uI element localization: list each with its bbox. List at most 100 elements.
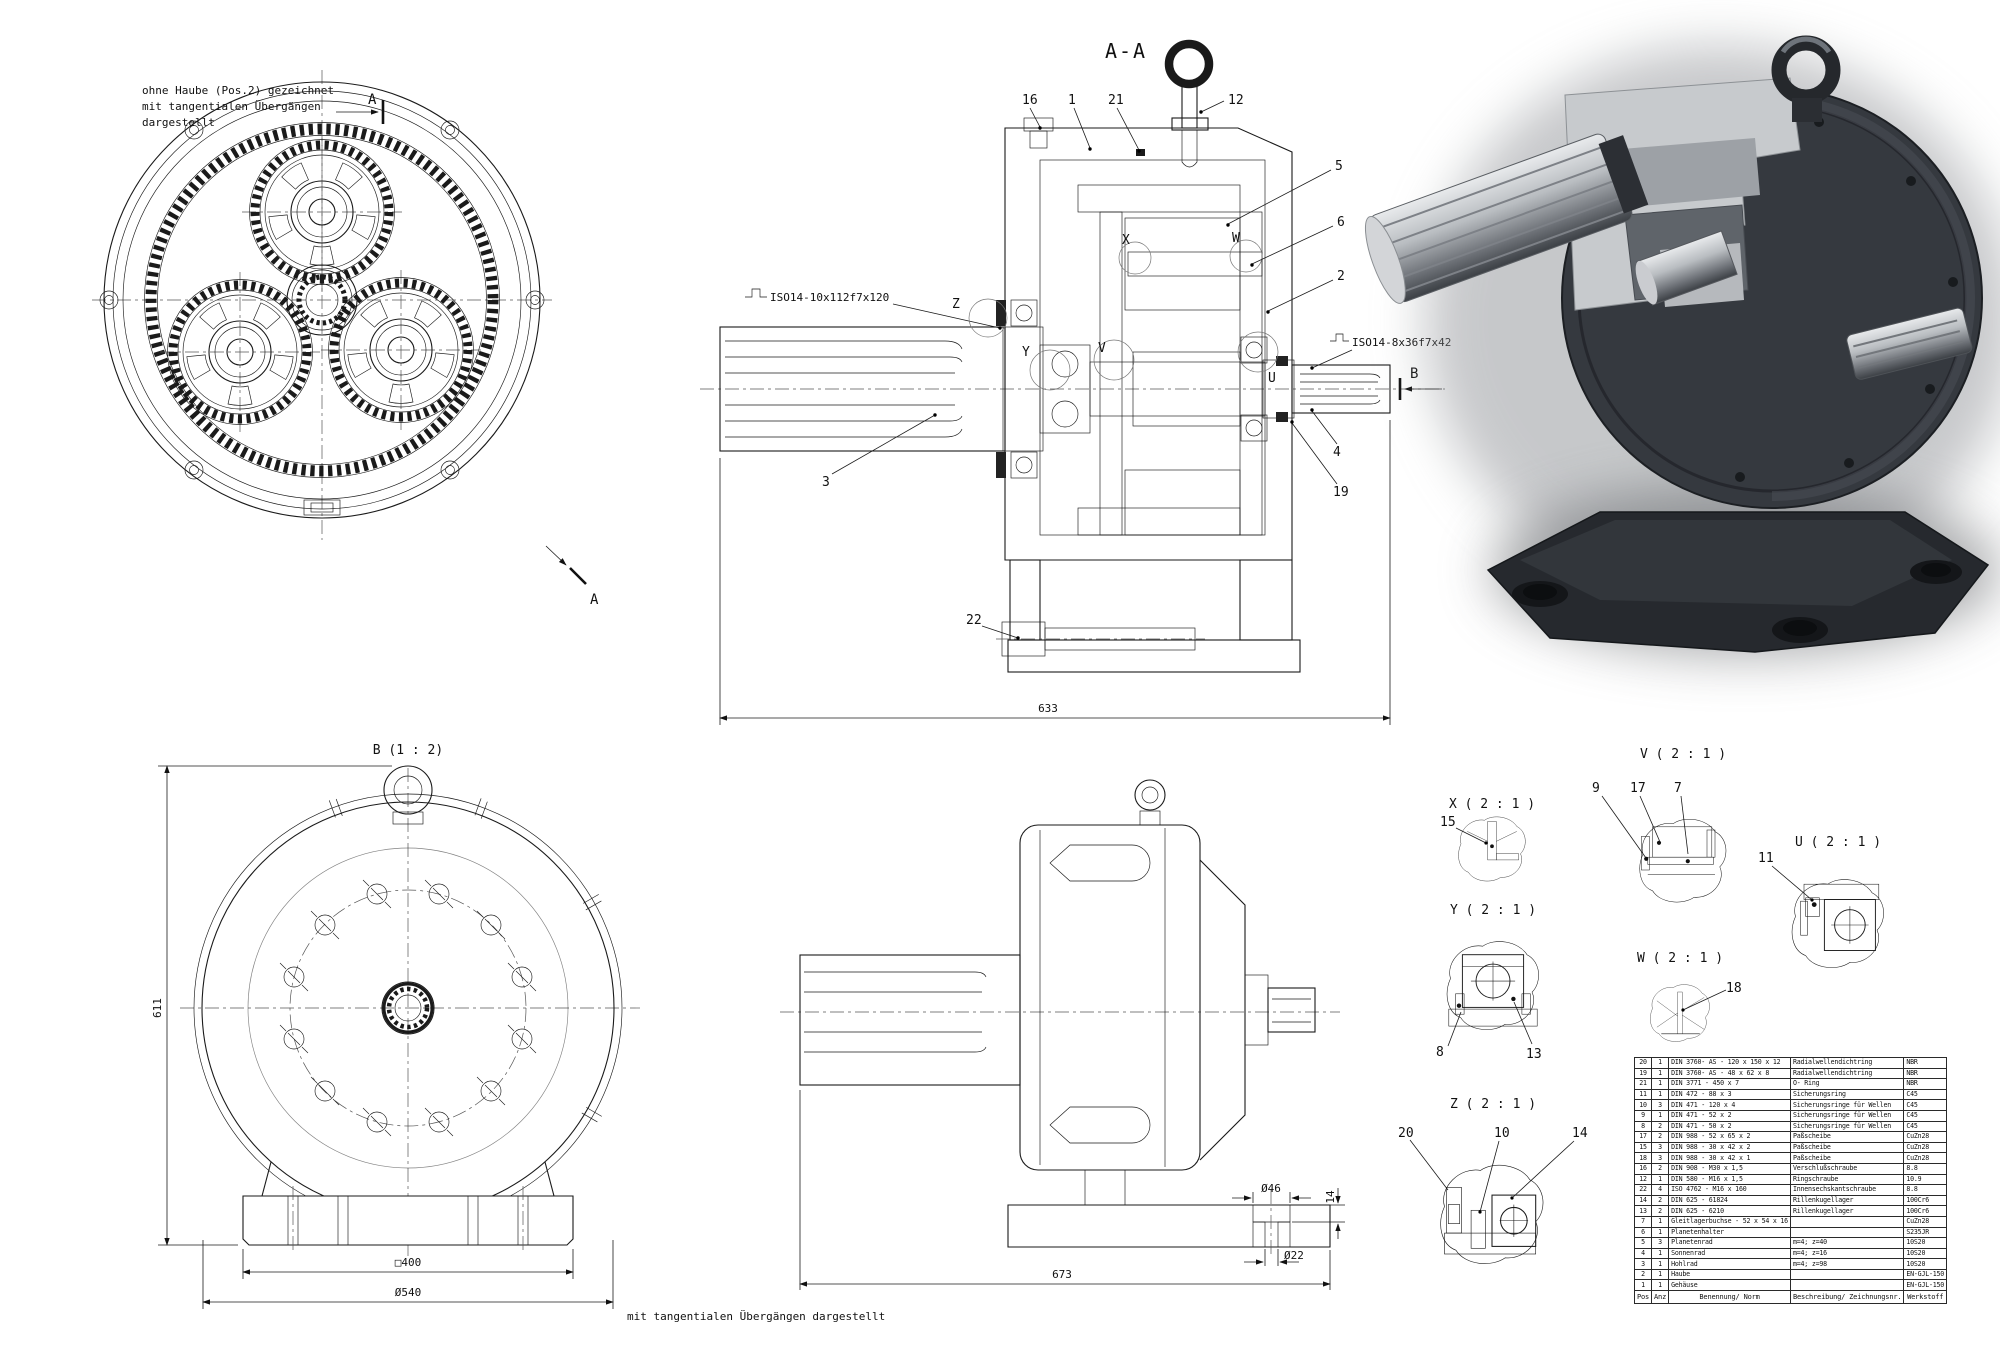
part-beschreibung — [1789, 1215, 1905, 1228]
part-benennung: DIN 3771 - 450 x 7 — [1668, 1078, 1791, 1090]
part-benennung: Planetenrad — [1668, 1237, 1791, 1249]
detail-v-title: V ( 2 : 1 ) — [1640, 747, 1726, 762]
parts-list-header-row: Pos Anz Benennung/ Norm Beschreibung/ Ze… — [1633, 1290, 1948, 1305]
part-pos: 15 — [1633, 1141, 1653, 1154]
part-werkstoff: S235JR — [1903, 1226, 1948, 1239]
parts-list-row: 16 2 DIN 908 - M30 x 1,5 Verschlußschrau… — [1633, 1162, 1948, 1175]
svg-text:Ø22: Ø22 — [1284, 1249, 1304, 1262]
detail-v-callout-9: 9 — [1592, 781, 1600, 796]
part-werkstoff: 100Cr6 — [1903, 1205, 1948, 1217]
sun-gear-teeth — [1132, 351, 1241, 427]
part-benennung: DIN 908 - M30 x 1,5 — [1668, 1162, 1791, 1175]
bottom-screw — [996, 621, 1205, 657]
note-line3: dargestellt — [142, 116, 215, 129]
planet-pin — [1127, 251, 1263, 277]
part-anz: 3 — [1651, 1099, 1670, 1111]
part-beschreibung: m=4; z=40 — [1789, 1237, 1905, 1249]
svg-text:□400: □400 — [395, 1256, 422, 1269]
part-pos: 14 — [1633, 1194, 1653, 1207]
view-b-eyebolt — [383, 765, 433, 825]
spline-spec-input: ISO14-10x112f7x120 — [770, 291, 889, 304]
parts-list-row: 17 2 DIN 988 - 52 x 65 x 2 Paßscheibe Cu… — [1633, 1131, 1948, 1143]
part-pos: 7 — [1633, 1215, 1653, 1228]
parts-list-row: 9 1 DIN 471 - 52 x 2 Sicherungsringe für… — [1633, 1109, 1948, 1122]
section-marker-a-top: A — [368, 92, 377, 108]
planet-gear-right — [321, 270, 481, 430]
spline-symbol-input — [745, 288, 767, 298]
detail-w-callout-18: 18 — [1726, 981, 1742, 996]
part-anz: 3 — [1651, 1141, 1670, 1154]
side-input-shaft — [799, 954, 1021, 1086]
section-callouts: 16 1 21 12 5 6 2 3 4 19 22 — [822, 93, 1349, 640]
section-title: A-A — [1105, 39, 1147, 63]
part-werkstoff: 8.8 — [1903, 1162, 1948, 1175]
svg-text:633: 633 — [1038, 702, 1058, 715]
callout-6: 6 — [1337, 215, 1345, 230]
dim-22: Ø22 — [1244, 1249, 1304, 1266]
output-shaft — [1291, 364, 1391, 414]
sun-gear — [286, 264, 358, 336]
parts-list-row: 22 4 ISO 4762 - M16 x 160 Innensechskant… — [1633, 1184, 1948, 1196]
dim-633: 633 — [719, 420, 1391, 725]
part-benennung: DIN 471 - 50 x 2 — [1668, 1120, 1791, 1133]
part-pos: 20 — [1633, 1057, 1653, 1069]
part-anz: 1 — [1651, 1057, 1670, 1069]
part-benennung: DIN 472 - 88 x 3 — [1668, 1088, 1791, 1101]
detail-letter-x: X — [1122, 233, 1130, 248]
detail-y-title: Y ( 2 : 1 ) — [1450, 903, 1536, 918]
part-beschreibung — [1789, 1226, 1905, 1239]
parts-list-row: 12 1 DIN 580 - M16 x 1,5 Ringschraube 10… — [1633, 1173, 1948, 1186]
part-anz: 2 — [1651, 1194, 1670, 1207]
detail-z-callout-14: 14 — [1572, 1126, 1588, 1141]
part-beschreibung: Sicherungsring — [1789, 1088, 1905, 1101]
part-pos: 2 — [1633, 1268, 1653, 1281]
parts-list-row: 6 1 Planetenhalter S235JR — [1633, 1226, 1948, 1239]
gear-internals — [996, 184, 1288, 536]
parts-list-row: 11 1 DIN 472 - 88 x 3 Sicherungsring C45 — [1633, 1088, 1948, 1101]
callout-5: 5 — [1335, 159, 1343, 174]
part-benennung: Gehäuse — [1668, 1279, 1791, 1292]
header-beschreibung: Beschreibung/ Zeichnungsnr. — [1789, 1290, 1905, 1305]
part-anz: 1 — [1651, 1247, 1670, 1260]
part-benennung: DIN 625 - 6210 — [1668, 1205, 1791, 1217]
parts-list-row: 5 3 Planetenrad m=4; z=40 10S20 — [1633, 1237, 1948, 1249]
part-werkstoff: CuZn28 — [1903, 1131, 1948, 1143]
part-anz: 2 — [1651, 1131, 1670, 1143]
parts-list-row: 13 2 DIN 625 - 6210 Rillenkugellager 100… — [1633, 1205, 1948, 1217]
part-werkstoff: C45 — [1903, 1088, 1948, 1101]
center-bore — [381, 981, 435, 1035]
part-anz: 1 — [1651, 1109, 1670, 1122]
part-benennung: DIN 3760- AS - 120 x 150 x 12 — [1668, 1057, 1791, 1069]
callout-22: 22 — [966, 613, 982, 628]
part-werkstoff: NBR — [1903, 1078, 1948, 1090]
svg-text:Ø46: Ø46 — [1261, 1182, 1281, 1195]
planet-gear-left — [160, 272, 320, 432]
part-anz: 4 — [1651, 1184, 1670, 1196]
part-anz: 1 — [1651, 1268, 1670, 1281]
svg-text:611: 611 — [151, 998, 164, 1018]
callout-12: 12 — [1228, 93, 1244, 108]
part-beschreibung: O- Ring — [1789, 1078, 1905, 1090]
dim-14: 14 — [1292, 1188, 1345, 1239]
parts-list-row: 14 2 DIN 625 - 61824 Rillenkugellager 10… — [1633, 1194, 1948, 1207]
part-benennung: DIN 988 - 30 x 42 x 2 — [1668, 1141, 1791, 1154]
part-werkstoff: C45 — [1903, 1120, 1948, 1133]
parts-list-row: 2 1 Haube EN-GJL-150 — [1633, 1268, 1948, 1281]
part-werkstoff: CuZn28 — [1903, 1152, 1948, 1164]
part-anz: 1 — [1651, 1226, 1670, 1239]
detail-y: Y ( 2 : 1 ) 8 13 — [1436, 903, 1542, 1062]
part-beschreibung: Radialwellendichtring — [1789, 1057, 1905, 1069]
part-beschreibung: m=4; z=16 — [1789, 1247, 1905, 1260]
part-beschreibung: Paßscheibe — [1789, 1141, 1905, 1154]
part-benennung: DIN 988 - 30 x 42 x 1 — [1668, 1152, 1791, 1164]
part-pos: 6 — [1633, 1226, 1653, 1239]
detail-x-callout-15: 15 — [1440, 815, 1456, 830]
part-pos: 1 — [1633, 1279, 1653, 1292]
detail-y-callout-13: 13 — [1526, 1047, 1542, 1062]
detail-letter-w: W — [1232, 231, 1240, 246]
detail-x: X ( 2 : 1 ) 15 — [1440, 797, 1535, 882]
part-pos: 12 — [1633, 1173, 1653, 1186]
part-anz: 1 — [1651, 1258, 1670, 1270]
part-anz: 3 — [1651, 1152, 1670, 1164]
